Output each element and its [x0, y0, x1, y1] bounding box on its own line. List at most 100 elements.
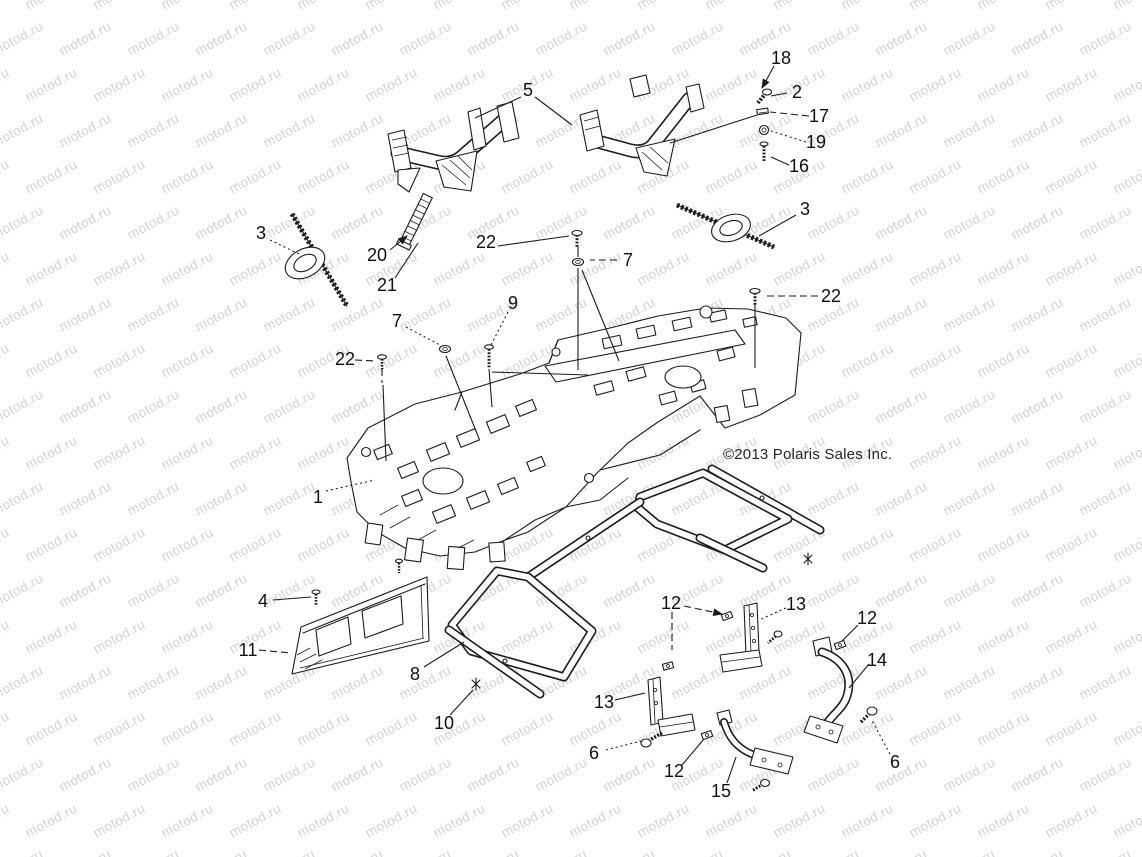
rack-cutout: [425, 442, 451, 462]
leader-line: [581, 269, 620, 362]
callout-label-3: 3: [256, 223, 266, 243]
part-bracket-upper-13: [719, 602, 763, 673]
fastener-bolt-22-top: [571, 229, 583, 247]
part-handle-right: [579, 74, 705, 177]
leader-line: [761, 65, 775, 89]
leader-line: [758, 214, 797, 237]
rack-cutout: [403, 537, 425, 563]
callout-label-12: 12: [661, 593, 681, 613]
leader-line: [488, 368, 493, 408]
fastener-clip-12-a: [720, 610, 734, 622]
part-rack-body: [346, 305, 802, 571]
fastener-bolt-22-right: [749, 287, 761, 305]
leader-line: [449, 689, 474, 716]
fastener-bolt-6-right: [858, 706, 878, 725]
rack-cutout: [526, 455, 546, 473]
callout-label-3: 3: [800, 199, 810, 219]
callout-label-9: 9: [508, 293, 518, 313]
callout-label-20: 20: [367, 245, 387, 265]
leader-line: [614, 692, 646, 701]
leader-line: [769, 111, 810, 117]
tube-core: [635, 470, 791, 553]
callout-label-11: 11: [239, 640, 258, 660]
leader-line: [770, 156, 790, 166]
callout-label-22: 22: [821, 286, 841, 306]
fastener-bolt-22-left: [376, 354, 388, 369]
rack-cutout: [488, 541, 506, 563]
rack-cutout: [741, 387, 759, 409]
fastener-nut-7-left: [438, 344, 452, 354]
rack-cutout: [515, 398, 537, 418]
leader-line: [394, 242, 419, 279]
rack-cutout: [401, 488, 423, 508]
rack-cutout: [397, 460, 419, 480]
rack-cutout: [742, 316, 758, 328]
fastener-bolt-2: [755, 88, 773, 106]
rack-cutout: [635, 324, 657, 340]
callout-label-21: 21: [377, 275, 397, 295]
leader-line: [841, 624, 859, 642]
fastener-screw-9: [483, 344, 495, 368]
leader-line: [848, 663, 870, 689]
leader-line: [870, 718, 891, 755]
leader-line: [758, 607, 787, 621]
part-strip-bracket: [396, 192, 433, 251]
fastener-screw-small: [394, 558, 404, 573]
callout-label-4: 4: [258, 591, 268, 611]
callout-label-10: 10: [434, 713, 454, 733]
callout-label-19: 19: [806, 132, 826, 152]
fastener-clip-12-b: [661, 661, 675, 671]
callout-label-12: 12: [857, 608, 877, 628]
fastener-bolt-under-15: [751, 778, 771, 793]
callout-label-18: 18: [771, 48, 791, 68]
leader-line: [490, 311, 509, 346]
leader-line: [269, 239, 300, 255]
rack-hole: [422, 467, 464, 495]
leader-line: [726, 756, 737, 784]
rack-hole: [583, 472, 595, 484]
tube-core: [392, 115, 509, 170]
tube-core: [446, 627, 543, 697]
leader-line: [605, 740, 642, 751]
fastener-nut-19: [758, 124, 770, 136]
leader-line: [474, 96, 522, 119]
leader-line: [683, 605, 724, 616]
leader-line: [681, 738, 705, 766]
callout-label-16: 16: [789, 156, 809, 176]
leader-line: [497, 235, 570, 247]
rack-cutout: [716, 346, 736, 362]
leader-line: [354, 359, 377, 362]
callout-label-17: 17: [809, 106, 829, 126]
callout-label-7: 7: [392, 311, 402, 331]
leader-line: [258, 649, 292, 654]
copyright-text: ©2013 Polaris Sales Inc.: [723, 446, 893, 463]
rack-cutout: [713, 404, 731, 424]
callout-label-22: 22: [335, 349, 355, 369]
callout-label-15: 15: [711, 781, 731, 801]
fastener-bolt-near-13: [767, 630, 783, 645]
part-frame: [444, 464, 825, 699]
callout-label-1: 1: [313, 487, 323, 507]
fastener-clip-12-c: [833, 639, 847, 651]
leader-line: [491, 371, 589, 376]
part-anchor-left: [284, 212, 350, 308]
rack-cutout: [497, 476, 519, 496]
callout-label-13: 13: [594, 692, 614, 712]
rack-cutout: [658, 390, 678, 406]
leader-line: [405, 326, 441, 346]
rack-hole: [360, 446, 372, 458]
callout-label-7: 7: [623, 250, 633, 270]
rack-hole: [664, 365, 702, 389]
fastener-rivet-10-left: [471, 677, 481, 691]
callout-label-6: 6: [890, 752, 900, 772]
callout-label-22: 22: [476, 232, 496, 252]
tube-core: [709, 466, 823, 533]
fastener-screw-16: [759, 141, 769, 161]
leader-line: [423, 641, 465, 668]
callout-label-8: 8: [410, 664, 420, 684]
leader-line: [382, 384, 387, 462]
fastener-clip-12-d: [700, 729, 714, 741]
rack-cutout: [671, 316, 693, 332]
leader-line: [770, 92, 788, 97]
